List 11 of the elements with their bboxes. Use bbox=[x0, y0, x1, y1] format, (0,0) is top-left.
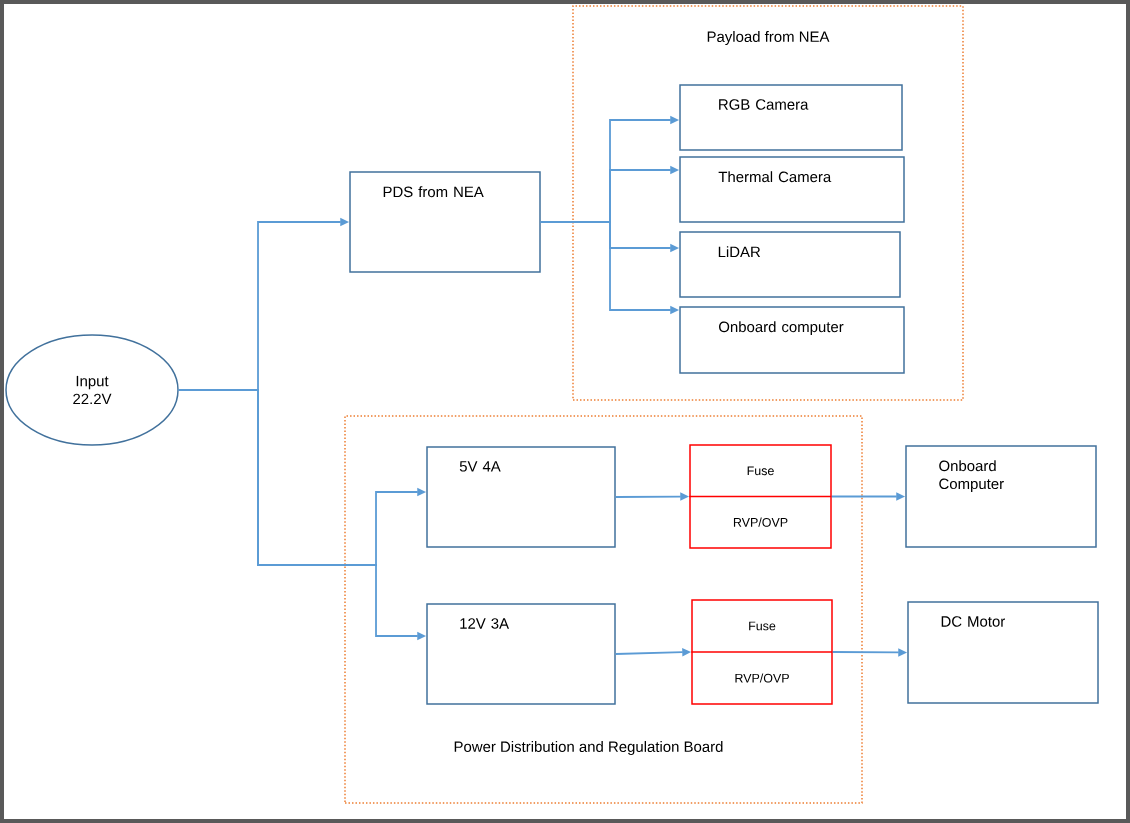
protection-box: Fuse RVP/OVP bbox=[688, 444, 833, 549]
block-box: LiDAR bbox=[679, 231, 901, 298]
block-box: PDS from NEA bbox=[349, 171, 541, 273]
block-box: Onboard Computer bbox=[905, 445, 1097, 548]
block-box: DC Motor bbox=[907, 601, 1099, 704]
block-box: 5V 4A bbox=[426, 446, 616, 548]
block-box: Onboard computer bbox=[679, 306, 905, 374]
block-box: RGB Camera bbox=[679, 84, 903, 151]
block-box: Thermal Camera bbox=[679, 156, 905, 223]
block-box: 12V 3A bbox=[426, 603, 616, 705]
protection-box: Fuse RVP/OVP bbox=[690, 599, 834, 705]
